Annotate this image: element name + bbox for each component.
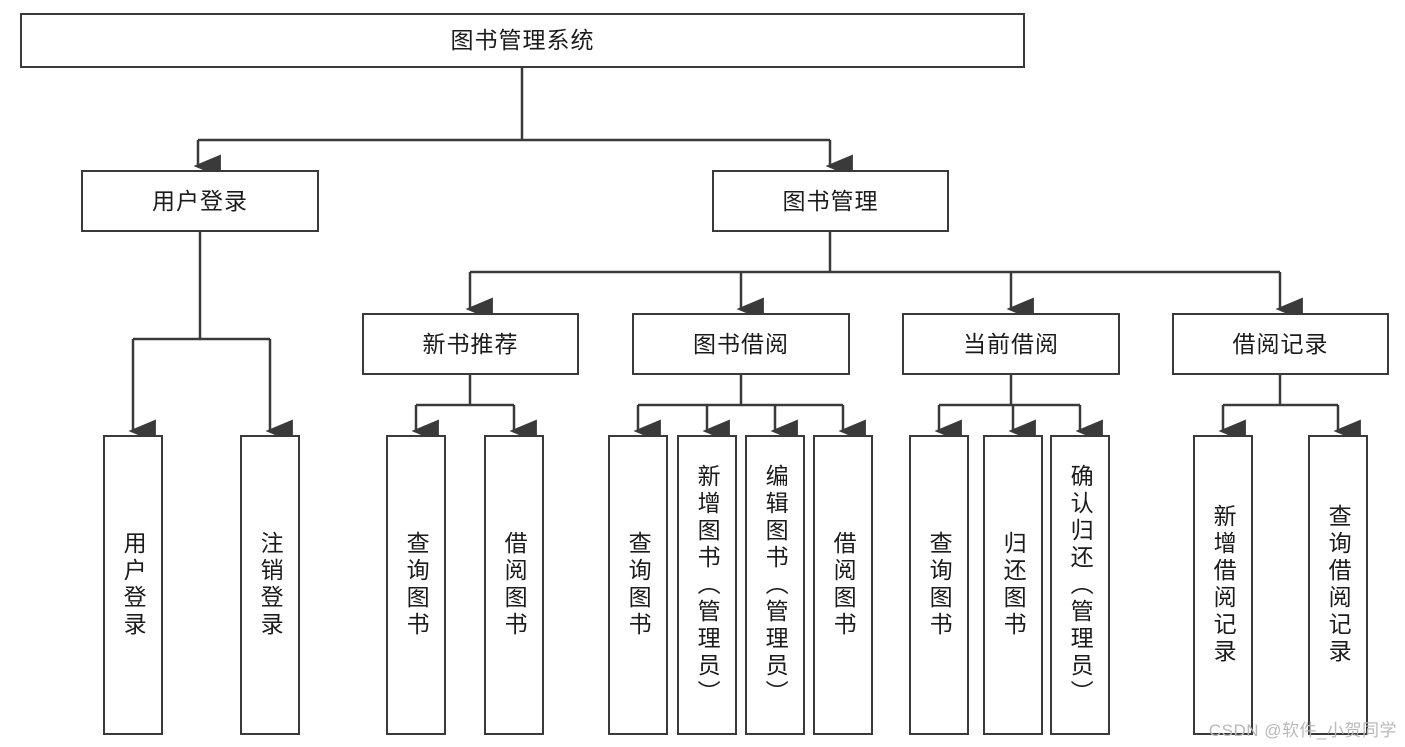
node-leaf-return-book[interactable]: 归还图书 (983, 435, 1043, 735)
node-borrow-record[interactable]: 借阅记录 (1172, 313, 1389, 375)
node-leaf-add-book-label: 新增图书（管理员） (694, 463, 721, 707)
node-current-borrow[interactable]: 当前借阅 (902, 313, 1120, 375)
node-new-book-recommend[interactable]: 新书推荐 (362, 313, 579, 375)
node-book-borrow[interactable]: 图书借阅 (632, 313, 850, 375)
node-book-management[interactable]: 图书管理 (712, 170, 949, 232)
node-new-book-recommend-label: 新书推荐 (422, 330, 519, 357)
node-user-login[interactable]: 用户登录 (81, 170, 319, 232)
node-leaf-borrow-book[interactable]: 借阅图书 (813, 435, 873, 735)
node-leaf-edit-book-label: 编辑图书（管理员） (762, 463, 789, 707)
node-book-borrow-label: 图书借阅 (693, 330, 789, 357)
node-root[interactable]: 图书管理系统 (20, 13, 1025, 68)
node-leaf-query-book-rec-label: 查询图书 (403, 531, 430, 639)
node-current-borrow-label: 当前借阅 (963, 330, 1059, 357)
node-leaf-query-book-borrow[interactable]: 查询图书 (608, 435, 668, 735)
watermark-text: CSDN @软件_小贺同学 (1208, 721, 1397, 740)
node-leaf-query-book-current[interactable]: 查询图书 (909, 435, 969, 735)
node-leaf-return-book-label: 归还图书 (1000, 531, 1027, 639)
node-leaf-query-book-borrow-label: 查询图书 (625, 531, 652, 639)
node-leaf-borrow-book-rec[interactable]: 借阅图书 (484, 435, 544, 735)
node-leaf-user-logout-label: 注销登录 (257, 531, 284, 639)
node-book-management-label: 图书管理 (782, 187, 879, 214)
node-leaf-query-book-current-label: 查询图书 (926, 531, 953, 639)
node-leaf-borrow-book-label: 借阅图书 (830, 531, 857, 639)
node-leaf-query-book-rec[interactable]: 查询图书 (386, 435, 446, 735)
node-leaf-borrow-book-rec-label: 借阅图书 (501, 531, 528, 639)
node-leaf-confirm-return[interactable]: 确认归还（管理员） (1050, 435, 1110, 735)
node-leaf-edit-book[interactable]: 编辑图书（管理员） (745, 435, 805, 735)
node-leaf-add-book[interactable]: 新增图书（管理员） (677, 435, 737, 735)
node-user-login-label: 用户登录 (152, 187, 248, 214)
node-leaf-add-record-label: 新增借阅记录 (1210, 504, 1237, 666)
node-leaf-query-record-label: 查询借阅记录 (1325, 504, 1352, 666)
node-borrow-record-label: 借阅记录 (1232, 330, 1329, 357)
node-leaf-user-login-label: 用户登录 (120, 531, 147, 639)
node-root-label: 图书管理系统 (450, 27, 595, 54)
node-leaf-user-login[interactable]: 用户登录 (103, 435, 163, 735)
node-leaf-user-logout[interactable]: 注销登录 (240, 435, 300, 735)
node-leaf-add-record[interactable]: 新增借阅记录 (1193, 435, 1253, 735)
node-leaf-query-record[interactable]: 查询借阅记录 (1308, 435, 1368, 735)
node-leaf-confirm-return-label: 确认归还（管理员） (1067, 463, 1094, 707)
